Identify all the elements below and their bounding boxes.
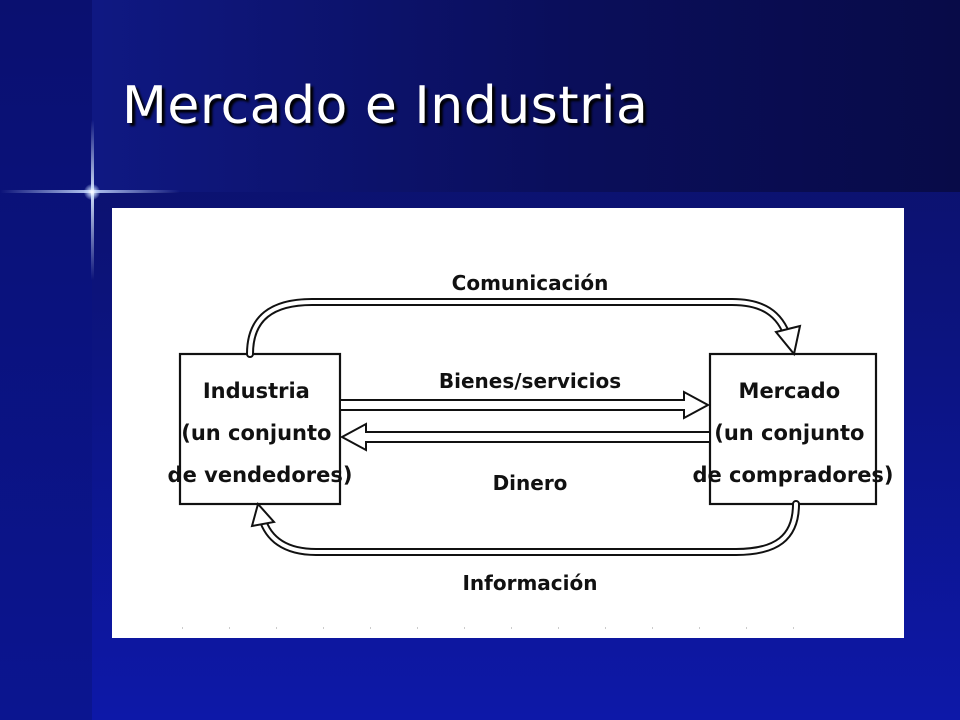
market-industry-diagram: Industria (un conjunto de vendedores) Me… xyxy=(168,271,894,629)
svg-text:Mercado (un conjunto: Mercado (un conjunto de compradores) xyxy=(692,379,893,487)
left-band xyxy=(0,0,92,720)
market-label-2: (un conjunto xyxy=(714,421,864,445)
information-label: Información xyxy=(462,571,597,595)
communication-arrowhead xyxy=(774,324,802,357)
market-label-3: de compradores) xyxy=(692,463,893,487)
communication-arrow xyxy=(246,298,792,358)
goods-label: Bienes/servicios xyxy=(439,369,621,393)
light-flare-core xyxy=(84,184,100,200)
industry-label-2: (un conjunto xyxy=(181,421,331,445)
slide-title: Mercado e Industria xyxy=(122,76,649,136)
industry-label-1: Industria xyxy=(203,379,310,403)
market-label-1: Mercado xyxy=(739,379,841,403)
diagram-panel: Industria (un conjunto de vendedores) Me… xyxy=(112,208,904,638)
information-arrowhead xyxy=(250,501,276,528)
information-arrow xyxy=(258,500,800,556)
light-flare-vertical xyxy=(91,120,94,280)
communication-label: Comunicación xyxy=(452,271,609,295)
goods-arrow xyxy=(339,390,711,420)
industry-box xyxy=(178,352,342,506)
title-band xyxy=(0,0,960,192)
money-label: Dinero xyxy=(493,471,568,495)
money-arrow xyxy=(339,422,711,452)
industry-label-3: de vendedores) xyxy=(168,463,353,487)
svg-text:Industria (un conjunto: Industria (un conjunto de vendedores) xyxy=(168,379,353,487)
market-box xyxy=(708,352,878,506)
